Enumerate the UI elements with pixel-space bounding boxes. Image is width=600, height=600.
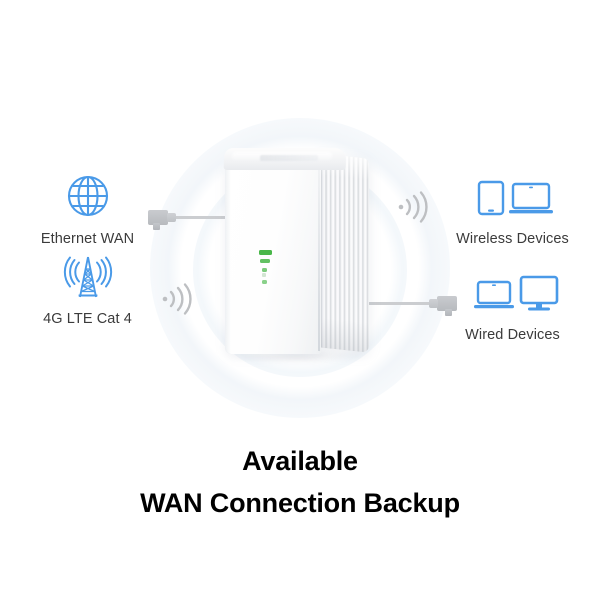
caption-block: Available WAN Connection Backup xyxy=(0,440,600,524)
rj45-neck xyxy=(167,213,176,222)
router-brand-mark xyxy=(259,155,319,161)
node-label-4g-lte: 4G LTE Cat 4 xyxy=(43,311,132,327)
caption-line-1: Available xyxy=(242,446,358,476)
rj45-clip xyxy=(153,223,160,230)
wifi-signal-right-icon xyxy=(396,190,440,224)
ethernet-cable-wan xyxy=(163,216,235,219)
rj45-connector-lan xyxy=(425,295,459,316)
signal-led-2 xyxy=(260,259,270,264)
node-ethernet-wan: Ethernet WAN xyxy=(0,172,175,247)
rj45-connector-wan xyxy=(148,209,182,230)
globe-icon xyxy=(0,172,175,225)
rj45-clip xyxy=(445,309,452,316)
signal-led-1 xyxy=(259,250,272,255)
caption-line-2: WAN Connection Backup xyxy=(140,488,460,518)
tablet-laptop-icon xyxy=(425,176,600,225)
router-led-panel xyxy=(259,250,281,298)
router-front-edge xyxy=(225,162,231,354)
node-4g-lte: 4G LTE Cat 4 xyxy=(0,252,175,327)
rj45-body xyxy=(148,210,168,225)
rj45-body xyxy=(437,296,457,311)
node-wireless-devices: Wireless Devices xyxy=(425,176,600,247)
signal-led-4 xyxy=(262,280,267,285)
rj45-neck xyxy=(429,299,438,308)
router-top-face xyxy=(223,148,347,170)
laptop-monitor-icon xyxy=(425,272,600,321)
node-wired-devices: Wired Devices xyxy=(425,272,600,343)
node-label-wireless-devices: Wireless Devices xyxy=(456,231,569,247)
node-label-wired-devices: Wired Devices xyxy=(465,327,560,343)
wifi-signal-left-icon xyxy=(160,282,204,316)
router-corner-seam xyxy=(318,158,320,352)
signal-led-dim xyxy=(262,273,266,277)
node-label-ethernet-wan: Ethernet WAN xyxy=(40,231,135,247)
router-side-shade xyxy=(319,317,369,353)
signal-led-3 xyxy=(262,268,267,273)
ethernet-cable-lan xyxy=(368,302,434,305)
cell-tower-icon xyxy=(0,252,175,305)
wifi-router-device xyxy=(223,148,370,356)
router-front-face xyxy=(225,162,321,354)
